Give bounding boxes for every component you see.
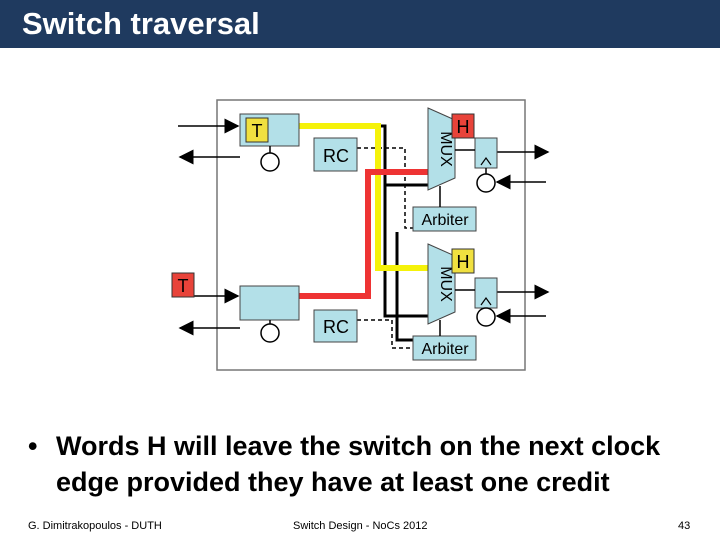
token-t-top [245,117,269,143]
slide-title: Switch traversal [22,6,260,41]
switch-frame [216,99,526,371]
head-h-bottom-label: H [457,252,470,272]
arbiter-box-top [412,206,477,232]
token-t-left [171,272,195,298]
rc-label-bottom: RC [323,317,349,337]
credit-circle-top [260,152,280,172]
output-register-top-clock [480,156,492,166]
footer-course: Switch Design - NoCs 2012 [293,520,428,532]
bullet-text: Words H will leave the switch on the nex… [56,431,661,497]
output-register-bottom [474,277,498,309]
control-dashed-bottom [357,319,413,349]
input-buffer-bottom [239,285,300,321]
token-t-left-label: T [178,276,189,296]
credit-circle-right-top [476,173,496,193]
mux-label-top: MUX [437,131,454,167]
head-h-bottom [451,248,475,274]
footer-author: G. Dimitrakopoulos - DUTH [28,520,162,532]
yellow-path [299,123,428,271]
credit-circle-bottom [260,323,280,343]
bullet-item: • Words H will leave the switch on the n… [28,428,698,500]
rc-box-bottom [313,309,358,343]
title-bar: Switch traversal [0,0,720,48]
token-t-top-label: T [252,121,263,141]
bullet-symbol: • [28,431,38,461]
mux-top [427,107,456,191]
credit-circle-right-bottom [476,307,496,327]
mux-label-bottom: MUX [437,266,454,302]
arbiter-label-bottom: Arbiter [421,341,469,358]
wire-black-2 [383,185,428,318]
head-h-top-label: H [457,117,470,137]
red-path [299,169,430,299]
mux-bottom [427,243,456,325]
arbiter-label-top: Arbiter [421,212,469,229]
wire-black-3 [395,232,430,342]
arbiter-box-bottom [412,335,477,361]
footer-page-number: 43 [678,520,691,532]
output-register-top [474,137,498,169]
head-h-top [451,113,475,139]
rc-label-top: RC [323,146,349,166]
rc-box-top [313,137,358,172]
output-register-bottom-clock [480,296,492,306]
